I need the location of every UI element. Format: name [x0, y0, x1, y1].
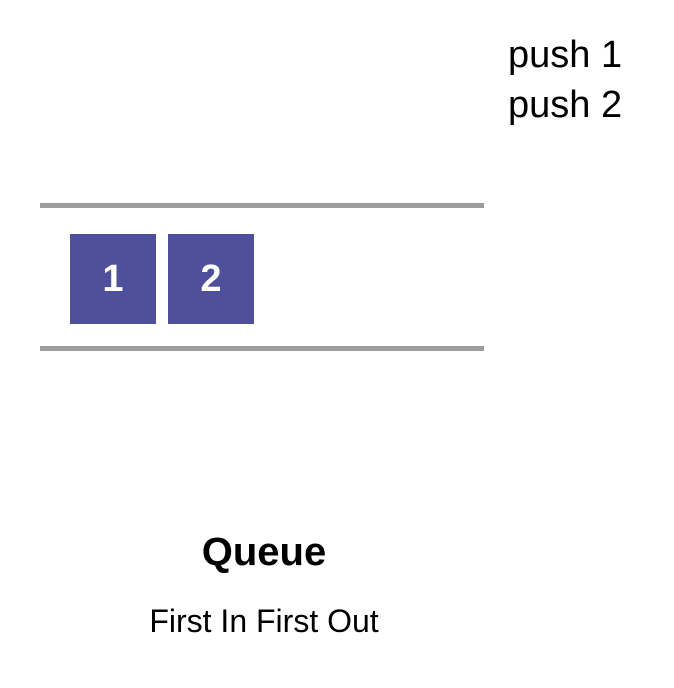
queue-item-value: 1 — [102, 258, 124, 300]
queue-rail-top — [40, 203, 484, 208]
queue-item: 1 — [70, 234, 156, 324]
queue-item: 2 — [168, 234, 254, 324]
command-line-2: push 2 — [508, 84, 623, 126]
queue-item-value: 2 — [200, 258, 222, 300]
diagram-title: Queue — [201, 530, 327, 574]
queue-container: 1 2 — [40, 203, 484, 351]
diagram-subtitle: First In First Out — [149, 603, 379, 639]
caption-block: Queue First In First Out — [0, 528, 528, 640]
command-log: push 1 push 2 — [508, 30, 674, 130]
queue-rail-bottom — [40, 346, 484, 351]
command-line-1: push 1 — [508, 34, 623, 76]
queue-items: 1 2 — [70, 234, 254, 324]
